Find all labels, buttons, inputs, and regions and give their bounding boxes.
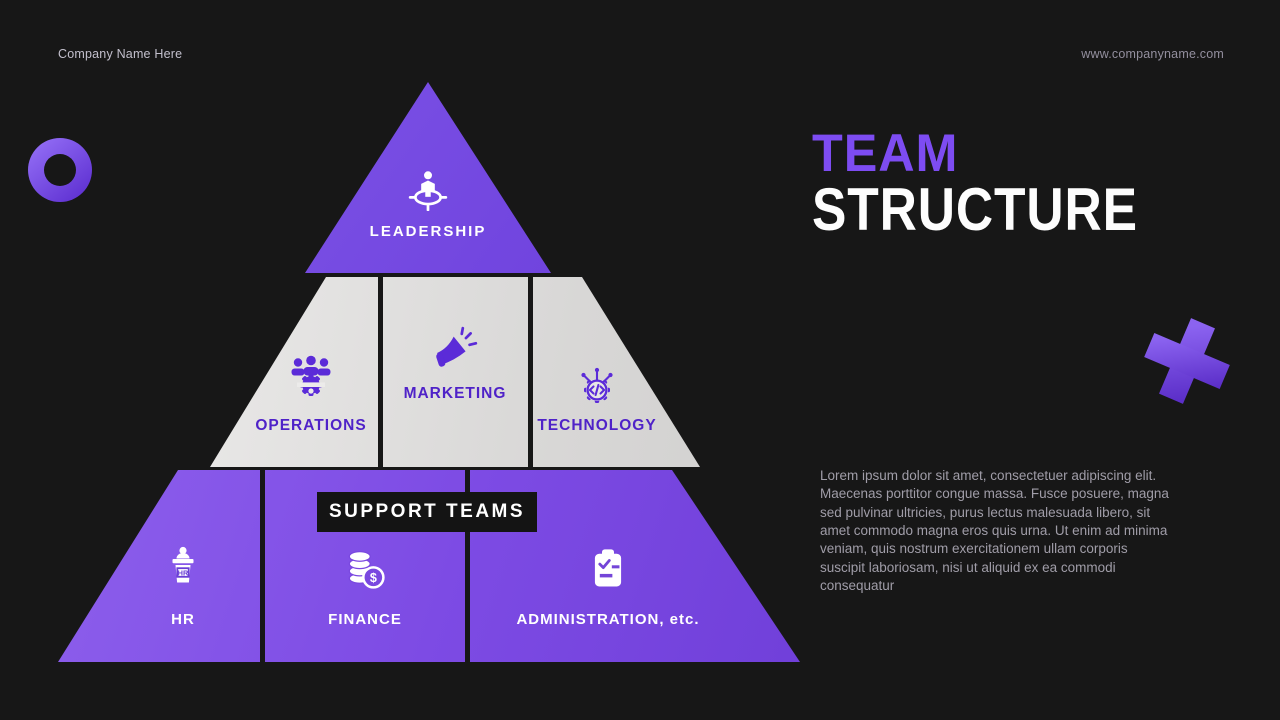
- dollar-sign: $: [370, 571, 377, 585]
- megaphone-icon: [430, 326, 480, 372]
- website-url: www.companyname.com: [1081, 47, 1224, 61]
- middle-tier-divider: [378, 277, 383, 467]
- page-title-line2: STRUCTURE: [812, 176, 1138, 243]
- marketing-label: MARKETING: [403, 385, 507, 402]
- support-teams-banner: SUPPORT TEAMS: [317, 492, 537, 532]
- team-gear-icon: [283, 354, 339, 400]
- ring-decoration-icon: [28, 138, 92, 202]
- code-gear-icon: [571, 361, 623, 407]
- leader-target-icon: [407, 169, 449, 212]
- administration-label: ADMINISTRATION, etc.: [516, 611, 700, 628]
- hr-label: HR: [171, 611, 195, 628]
- technology-label: TECHNOLOGY: [537, 417, 657, 434]
- operations-label: OPERATIONS: [255, 417, 367, 434]
- middle-tier-divider: [528, 277, 533, 467]
- coins-dollar-icon: $: [342, 546, 388, 592]
- podium-hr-text: HR: [178, 568, 189, 577]
- company-name: Company Name Here: [58, 47, 183, 61]
- bottom-tier-divider: [465, 470, 470, 662]
- plus-decoration-icon: [1133, 307, 1241, 415]
- finance-label: FINANCE: [328, 611, 402, 628]
- leadership-label: LEADERSHIP: [369, 223, 487, 240]
- description-text: Lorem ipsum dolor sit amet, consectetuer…: [820, 468, 1169, 594]
- podium-icon: HR: [163, 544, 203, 592]
- page-title-line1: TEAM: [812, 124, 959, 183]
- bottom-tier-divider: [260, 470, 265, 662]
- clipboard-check-icon: [588, 545, 628, 593]
